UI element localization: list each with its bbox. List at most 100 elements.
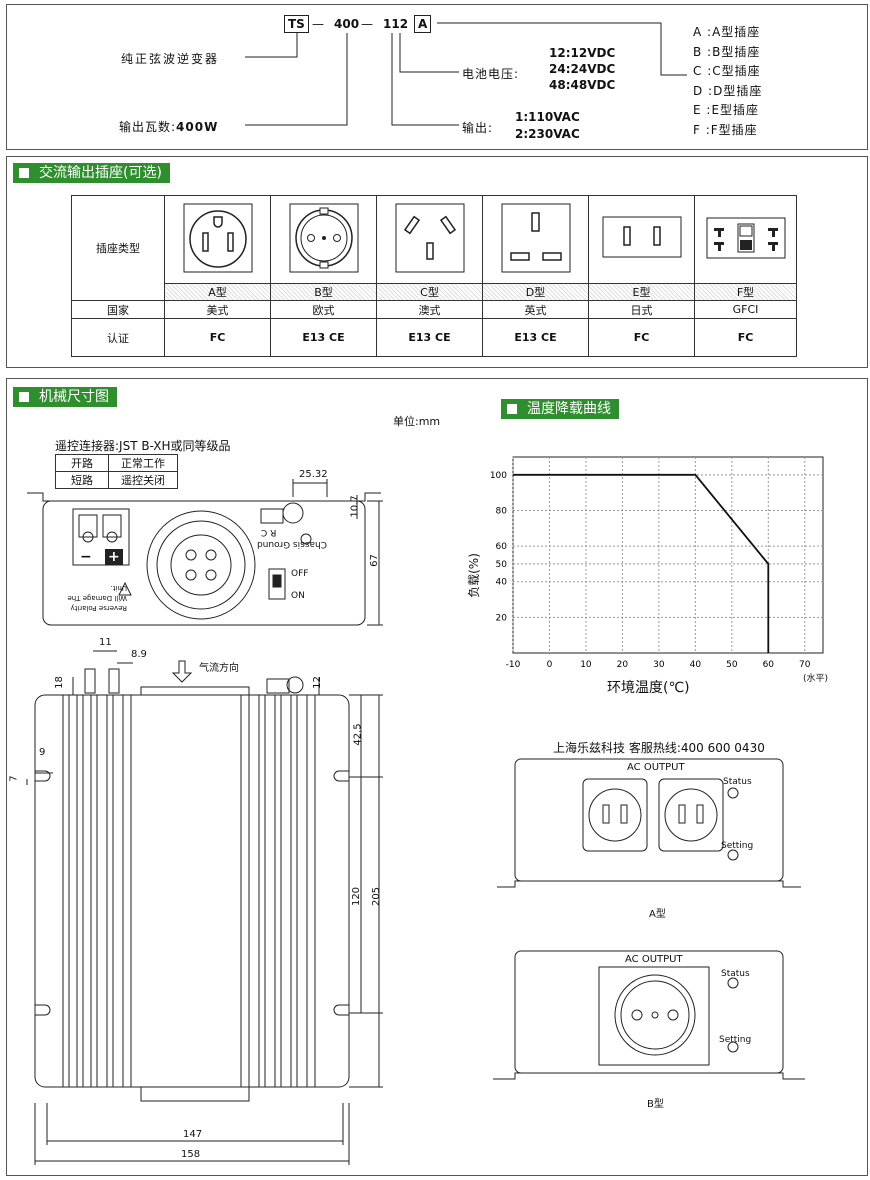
chart-frame	[512, 456, 824, 654]
socket-type-label: F型	[694, 283, 797, 301]
dim-10-7: 10.7	[349, 495, 361, 518]
x-tick-label: 30	[653, 660, 665, 670]
row-label-cert: 认证	[71, 318, 165, 357]
panel-a-title: AC OUTPUT	[627, 762, 685, 773]
voltage-item: 12:12VDC	[549, 46, 616, 60]
company-hotline: 上海乐兹科技 客服热线:400 600 0430	[553, 741, 765, 755]
airflow-label: 气流方向	[199, 663, 239, 674]
panel-a-status-label: Status	[723, 777, 752, 787]
remote-state: 短路	[55, 471, 109, 489]
chassis-ground-label: Chassis Ground	[257, 539, 328, 549]
socket-d-icon	[482, 195, 589, 284]
panel-b-caption: B型	[647, 1099, 664, 1110]
socket-option-list: A :A型插座 B :B型插座 C :C型插座 D :D型插座 E :E型插座 …	[693, 23, 762, 140]
code-ts: TS	[284, 15, 309, 33]
output-item: 1:110VAC	[515, 110, 580, 124]
panel-a-setting-label: Setting	[721, 841, 754, 851]
socket-type-label: E型	[588, 283, 695, 301]
row-label-country: 国家	[71, 300, 165, 319]
derating-xnote: (水平)	[803, 674, 829, 684]
cert-fc-mark: FC	[164, 318, 271, 357]
socket-type-label: A型	[164, 283, 271, 301]
dim-205: 205	[371, 886, 383, 907]
dim-7: 7	[8, 775, 20, 782]
y-tick-label: 40	[496, 578, 508, 588]
socket-country: 欧式	[270, 300, 377, 319]
mechanical-panel: 机械尺寸图 单位:mm 温度降载曲线 遥控连接器:JST B-XH或同等级品 开…	[6, 378, 868, 1176]
x-tick-label: 20	[617, 660, 629, 670]
derating-curve	[513, 473, 770, 653]
bullet-square-icon	[19, 392, 29, 402]
label-output: 输出:	[462, 121, 494, 135]
voltage-item: 48:48VDC	[549, 78, 616, 92]
remote-function: 遥控关闭	[108, 471, 178, 489]
derating-section-title: 温度降载曲线	[527, 401, 611, 417]
panel-b-status-label: Status	[721, 969, 750, 979]
socket-table: 插座类型 A型 B型 C型 D型 E型	[71, 195, 797, 357]
sockets-section-title: 交流输出插座(可选)	[39, 165, 162, 181]
socket-type-label: B型	[270, 283, 377, 301]
socket-c-icon	[376, 195, 483, 284]
output-list: 1:110VAC 2:230VAC	[515, 109, 580, 143]
x-tick-label: 60	[763, 660, 775, 670]
panel-a-caption: A型	[649, 909, 666, 920]
cert-fc-mark: FC	[588, 318, 695, 357]
dim-8-9: 8.9	[131, 649, 147, 660]
socket-option: A :A型插座	[693, 25, 761, 39]
socket-country: 美式	[164, 300, 271, 319]
remote-connector-label: 遥控连接器:JST B-XH或同等级品	[55, 439, 231, 453]
socket-a-icon	[164, 195, 271, 284]
remote-table: 开路正常工作 短路遥控关闭	[55, 454, 178, 489]
mech-section-title: 机械尺寸图	[39, 389, 109, 405]
cert-e13-ce-mark: E13 CE	[376, 318, 483, 357]
label-power: 输出瓦数:400W	[119, 118, 218, 135]
code-a: A	[414, 15, 432, 33]
code-112: 112	[383, 17, 409, 31]
x-tick-label: 40	[690, 660, 702, 670]
warning-label: Reverse Polarity Will Damage The Unit.	[67, 584, 127, 612]
unit-label: 单位:mm	[393, 415, 441, 428]
x-tick-label: 70	[799, 660, 811, 670]
x-tick-label: 10	[580, 660, 592, 670]
socket-country: 日式	[588, 300, 695, 319]
cert-e13-ce-mark: E13 CE	[482, 318, 589, 357]
dim-18: 18	[53, 676, 65, 689]
socket-f-icon	[694, 195, 797, 284]
power-value: 400W	[176, 120, 219, 134]
x-tick-label: 0	[547, 660, 553, 670]
label-inverter: 纯正弦波逆变器	[121, 52, 220, 66]
y-tick-label: 60	[496, 542, 508, 552]
panel-b-setting-label: Setting	[719, 1035, 752, 1045]
dim-25-32: 25.32	[299, 469, 328, 480]
plus-terminal-label: +	[105, 549, 123, 565]
dim-147: 147	[183, 1129, 203, 1140]
dim-42-5: 42.5	[352, 723, 364, 746]
code-400: 400	[334, 17, 360, 31]
panel-b-title: AC OUTPUT	[625, 954, 683, 965]
socket-type-label: D型	[482, 283, 589, 301]
socket-option: D :D型插座	[693, 83, 763, 98]
socket-option: E :E型插座	[693, 103, 760, 117]
mech-section-header: 机械尺寸图	[13, 387, 117, 407]
derating-xlabel: 环境温度(℃)	[607, 680, 690, 696]
y-tick-label: 80	[496, 506, 508, 516]
code-dash-2: —	[361, 17, 373, 31]
socket-option: B :B型插座	[693, 44, 761, 59]
socket-country: 英式	[482, 300, 589, 319]
socket-e-icon	[588, 195, 695, 284]
bullet-square-icon	[19, 168, 29, 178]
dim-67: 67	[368, 554, 380, 567]
voltage-item: 24:24VDC	[549, 62, 616, 76]
dim-9: 9	[39, 747, 46, 758]
output-item: 2:230VAC	[515, 127, 580, 141]
socket-option: F :F型插座	[693, 122, 758, 137]
derating-section-header: 温度降载曲线	[501, 399, 619, 419]
code-dash-1: —	[312, 17, 324, 31]
y-tick-label: 20	[496, 613, 508, 623]
model-code-leader-lines	[245, 22, 687, 126]
derating-ylabel: 负载(%)	[466, 553, 481, 598]
x-tick-label: 50	[726, 660, 738, 670]
socket-country: 澳式	[376, 300, 483, 319]
model-code-panel: TS — 400 — 112 A 纯正弦波逆变器 输出瓦数:400W 电池电压:…	[6, 4, 868, 150]
